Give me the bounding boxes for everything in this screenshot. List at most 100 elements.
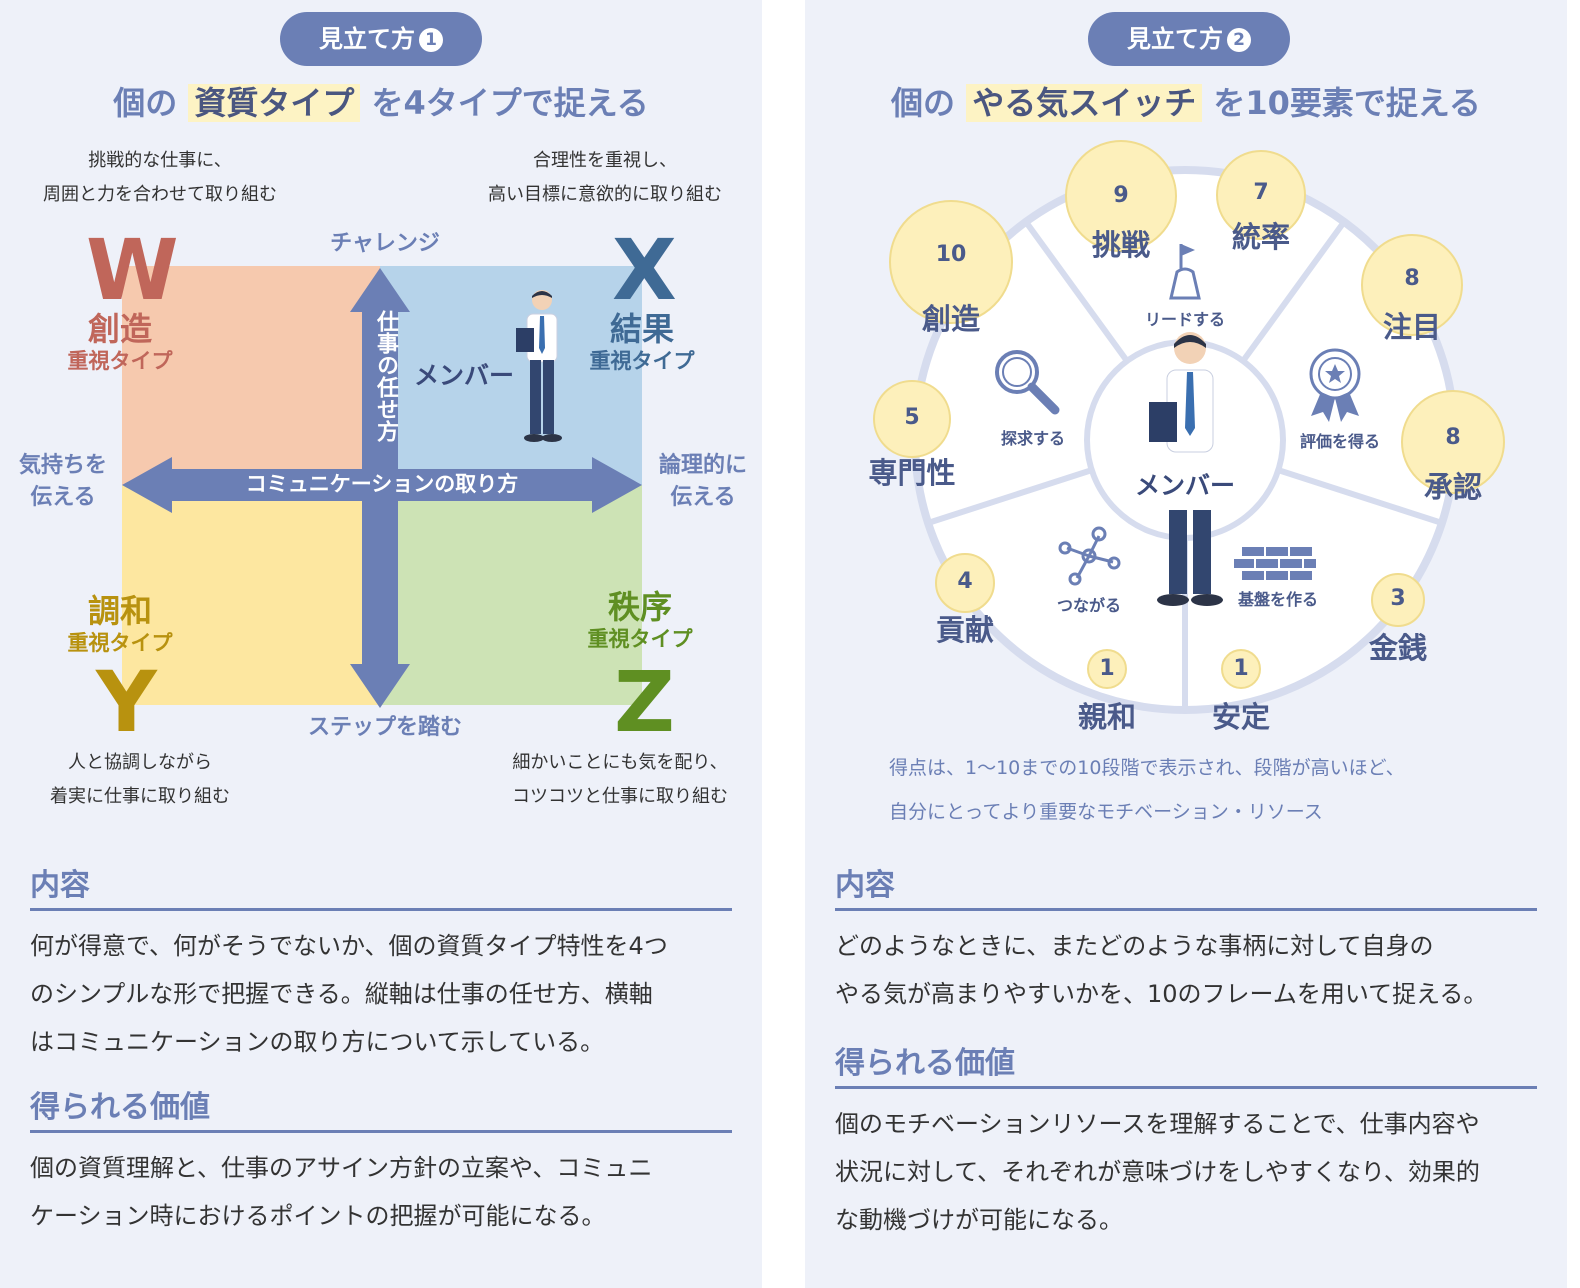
badge-number: 1: [419, 28, 443, 52]
element-score: 5: [904, 405, 920, 430]
note-line: 得点は、1〜10までの10段階で表示され、段階が高いほど、: [889, 757, 1405, 779]
quadrant-y: [122, 485, 380, 705]
element-label: 注目: [1382, 310, 1441, 344]
element-score: 1: [1233, 656, 1249, 681]
element-score: 9: [1113, 183, 1129, 208]
bubble-money: [1371, 573, 1425, 627]
section-divider: [835, 908, 1537, 911]
headline-pre: 個の: [113, 84, 178, 122]
badge-label: 見立て方: [319, 25, 415, 53]
horizontal-axis-label: コミュニケーションの取り方: [245, 472, 519, 496]
axis-right-line: 伝える: [670, 485, 736, 510]
headline-highlight: やる気スイッチ: [966, 84, 1203, 122]
desc-bottom-right: 細かいことにも気を配り、 コツコツと仕事に取り組む: [480, 746, 760, 814]
element-score: 8: [1404, 266, 1420, 291]
quadrant-z-name: 秩序: [607, 588, 672, 626]
desc-top-right: 合理性を重視し、 高い目標に意欲的に取り組む: [455, 144, 755, 212]
element-score: 3: [1390, 586, 1406, 611]
icon-label-foundation: 基盤を作る: [1237, 590, 1318, 609]
award-medal-icon: [1309, 348, 1361, 422]
desc-line: 合理性を重視し、: [533, 150, 677, 171]
badge-number: 2: [1227, 28, 1251, 52]
quadrant-w-sub: 重視タイプ: [67, 349, 173, 373]
element-score: 7: [1253, 180, 1269, 205]
quadrant-x-sub: 重視タイプ: [589, 349, 695, 373]
element-score: 4: [957, 569, 973, 594]
magnifier-icon: [995, 350, 1060, 415]
quadrant-y-letter: Y: [96, 653, 157, 751]
bubble-stability: [1221, 649, 1261, 689]
bubble-affinity: [1087, 649, 1127, 689]
element-score: 1: [1099, 656, 1115, 681]
section-value-body: 個のモチベーションリソースを理解することで、仕事内容や 状況に対して、それぞれが…: [835, 1100, 1555, 1244]
icon-label-evaluation: 評価を得る: [1299, 432, 1380, 451]
badge-label: 見立て方: [1127, 25, 1223, 53]
axis-right-label: 論理的に 伝える: [648, 450, 758, 514]
body-line: 何が得意で、何がそうでないか、個の資質タイプ特性を4つ: [30, 932, 668, 960]
section-content-title: 内容: [835, 868, 895, 903]
bubble-recognition: [1401, 390, 1505, 494]
axis-right-line: 論理的に: [658, 453, 747, 478]
quadrant-w: [122, 266, 380, 485]
desc-line: 人と協調しながら: [68, 752, 212, 773]
element-label: 創造: [921, 302, 980, 336]
element-label: 専門性: [868, 456, 956, 490]
desc-line: 高い目標に意欲的に取り組む: [488, 184, 722, 205]
note-line: 自分にとってより重要なモチベーション・リソース: [889, 801, 1323, 823]
desc-line: コツコツと仕事に取り組む: [512, 786, 728, 807]
headline-post: を4タイプで捉える: [371, 84, 649, 122]
body-line: な動機づけが可能になる。: [835, 1206, 1123, 1234]
headline-pre: 個の: [891, 84, 956, 122]
headline-right: 個の やる気スイッチ を10要素で捉える: [805, 78, 1567, 124]
section-value-title: 得られる価値: [835, 1046, 1015, 1081]
element-score: 10: [935, 242, 967, 267]
body-line: やる気が高まりやすいかを、10のフレームを用いて捉える。: [835, 980, 1488, 1008]
desc-bottom-left: 人と協調しながら 着実に仕事に取り組む: [10, 746, 270, 814]
bubble-contribution: [935, 553, 995, 613]
headline-highlight: 資質タイプ: [188, 84, 361, 122]
headline-post: を10要素で捉える: [1213, 84, 1481, 122]
bubble-expertise: [873, 380, 951, 458]
axis-bottom-label: ステップを踏む: [307, 715, 462, 740]
icon-label-lead: リードする: [1144, 310, 1225, 329]
network-icon: [1058, 526, 1121, 586]
section-divider: [30, 1130, 732, 1133]
score-note: 得点は、1〜10までの10段階で表示され、段階が高いほど、 自分にとってより重要…: [889, 746, 1405, 834]
brick-wall-icon: [1233, 546, 1317, 582]
quadrant-w-name: 創造: [87, 310, 152, 348]
axis-left-line: 気持ちを: [18, 453, 107, 478]
desc-top-left: 挑戦的な仕事に、 周囲と力を合わせて取り組む: [10, 144, 310, 212]
body-line: ケーション時におけるポイントの把握が可能になる。: [30, 1202, 606, 1230]
body-line: どのようなときに、またどのような事柄に対して自身の: [835, 932, 1434, 960]
quadrant-x-name: 結果: [609, 310, 674, 348]
axis-left-line: 伝える: [30, 485, 96, 510]
section-content-body: どのようなときに、またどのような事柄に対して自身の やる気が高まりやすいかを、1…: [835, 922, 1555, 1018]
body-line: 個のモチベーションリソースを理解することで、仕事内容や: [835, 1110, 1480, 1138]
body-line: 個の資質理解と、仕事のアサイン方針の立案や、コミュニ: [30, 1154, 653, 1182]
bubble-leadership: [1216, 150, 1306, 240]
body-line: はコミュニケーションの取り方について示している。: [30, 1028, 605, 1056]
element-label: 金銭: [1368, 631, 1427, 665]
desc-line: 細かいことにも気を配り、: [512, 752, 728, 773]
bubble-attention: [1361, 234, 1463, 336]
element-label: 挑戦: [1091, 228, 1150, 262]
element-label: 貢献: [935, 613, 994, 647]
axis-left-label: 気持ちを 伝える: [8, 450, 118, 514]
member-figure-icon: [1149, 332, 1223, 606]
member-label: メンバー: [1117, 462, 1253, 510]
quadrant-y-name: 調和: [87, 592, 152, 630]
quadrant-x-letter: X: [612, 221, 677, 319]
section-value-title: 得られる価値: [30, 1090, 210, 1125]
desc-line: 着実に仕事に取り組む: [50, 786, 230, 807]
horizontal-arrow: [122, 457, 642, 513]
vertical-axis-label: 仕事の任せ方: [373, 310, 398, 442]
desc-line: 周囲と力を合わせて取り組む: [43, 184, 277, 205]
member-figure-icon: [516, 290, 562, 442]
section-value-body: 個の資質理解と、仕事のアサイン方針の立案や、コミュニ ケーション時におけるポイン…: [30, 1144, 740, 1240]
desc-line: 挑戦的な仕事に、: [88, 150, 232, 171]
bubble-creation: [889, 200, 1013, 324]
flag-icon: [1169, 244, 1201, 300]
